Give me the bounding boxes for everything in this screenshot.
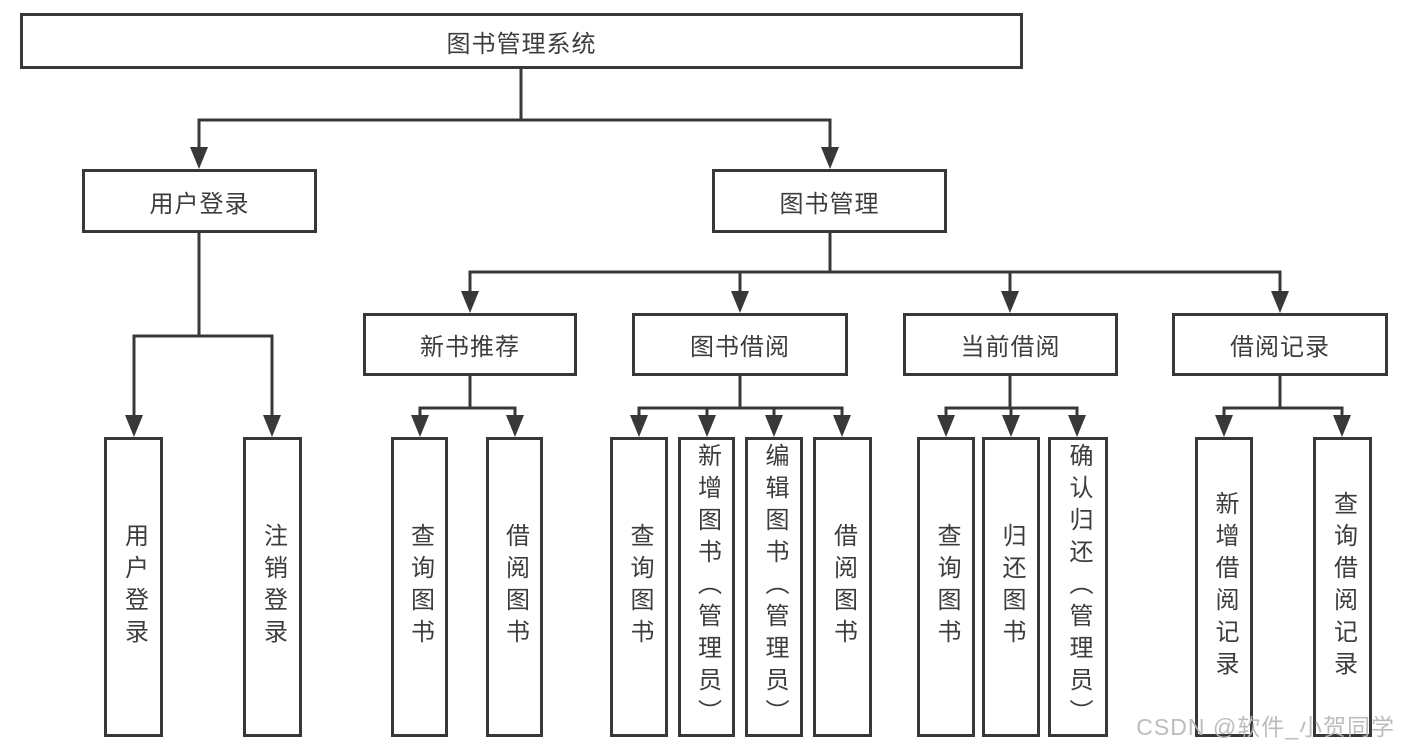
leaf-query-books-borrowing: 查询图书 [610, 437, 668, 737]
arrowhead-icons [125, 147, 1351, 437]
node-current-borrowing: 当前借阅 [903, 313, 1118, 376]
leaf-add-books-admin: 新增图书（管理员） [678, 437, 735, 737]
leaf-query-books-recommend: 查询图书 [391, 437, 448, 737]
leaf-confirm-return-admin: 确认归还（管理员） [1048, 437, 1108, 737]
node-book-management: 图书管理 [712, 169, 947, 233]
leaf-query-borrow-record: 查询借阅记录 [1313, 437, 1372, 737]
leaf-return-books: 归还图书 [982, 437, 1040, 737]
leaf-add-borrow-record: 新增借阅记录 [1195, 437, 1253, 737]
leaf-query-books-current: 查询图书 [917, 437, 975, 737]
csdn-watermark: CSDN @软件_小贺同学 [1136, 714, 1395, 740]
leaf-logout: 注销登录 [243, 437, 302, 737]
node-library-management-system: 图书管理系统 [20, 13, 1023, 69]
node-new-book-recommend: 新书推荐 [363, 313, 577, 376]
node-book-borrowing: 图书借阅 [632, 313, 848, 376]
leaf-borrow-books-borrowing: 借阅图书 [813, 437, 872, 737]
leaf-user-login: 用户登录 [104, 437, 163, 737]
node-user-login: 用户登录 [82, 169, 317, 233]
leaf-borrow-books-recommend: 借阅图书 [486, 437, 543, 737]
leaf-edit-books-admin: 编辑图书（管理员） [745, 437, 803, 737]
node-borrowing-records: 借阅记录 [1172, 313, 1388, 376]
